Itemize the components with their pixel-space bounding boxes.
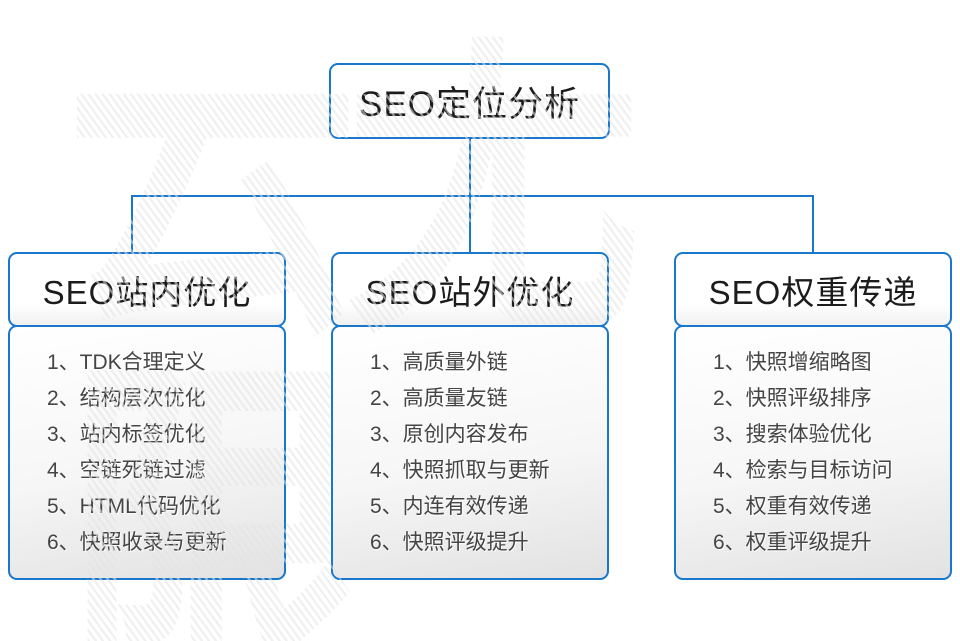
- root-node-label: SEO定位分析: [359, 84, 580, 124]
- list-item: 2、结构层次优化: [47, 387, 206, 410]
- list-item: 5、权重有效传递: [713, 495, 872, 518]
- column-item-list: 1、TDK合理定义 2、结构层次优化 3、站内标签优化 4、空链死链过滤 5、H…: [8, 325, 286, 580]
- column-onsite-optimization: SEO站内优化 1、TDK合理定义 2、结构层次优化 3、站内标签优化 4、空链…: [8, 252, 286, 580]
- column-header-label: SEO站内优化: [42, 273, 252, 311]
- column-header-label: SEO权重传递: [708, 273, 918, 311]
- list-item: 6、权重评级提升: [713, 531, 872, 554]
- column-header-label: SEO站外优化: [365, 273, 575, 311]
- column-weight-transfer: SEO权重传递 1、快照增缩略图 2、快照评级排序 3、搜索体验优化 4、检索与…: [674, 252, 952, 580]
- list-item: 3、原创内容发布: [370, 423, 529, 446]
- column-header: SEO站外优化: [331, 252, 609, 327]
- column-offsite-optimization: SEO站外优化 1、高质量外链 2、高质量友链 3、原创内容发布 4、快照抓取与…: [331, 252, 609, 580]
- column-header: SEO权重传递: [674, 252, 952, 327]
- list-item: 5、HTML代码优化: [47, 495, 221, 518]
- list-item: 2、高质量友链: [370, 387, 508, 410]
- column-item-list: 1、高质量外链 2、高质量友链 3、原创内容发布 4、快照抓取与更新 5、内连有…: [331, 325, 609, 580]
- list-item: 3、搜索体验优化: [713, 423, 872, 446]
- list-item: 4、检索与目标访问: [713, 459, 893, 482]
- list-item: 1、高质量外链: [370, 351, 508, 374]
- connector-root-stem: [469, 138, 471, 196]
- list-item: 5、内连有效传递: [370, 495, 529, 518]
- list-item: 4、快照抓取与更新: [370, 459, 550, 482]
- root-node: SEO定位分析: [329, 63, 610, 139]
- list-item: 1、TDK合理定义: [47, 351, 206, 374]
- connector-drop-left: [131, 195, 133, 253]
- list-item: 4、空链死链过滤: [47, 459, 206, 482]
- list-item: 2、快照评级排序: [713, 387, 872, 410]
- list-item: 6、快照评级提升: [370, 531, 529, 554]
- connector-horizontal-bar: [131, 195, 814, 197]
- list-item: 1、快照增缩略图: [713, 351, 872, 374]
- list-item: 3、站内标签优化: [47, 423, 206, 446]
- column-header: SEO站内优化: [8, 252, 286, 327]
- column-item-list: 1、快照增缩略图 2、快照评级排序 3、搜索体验优化 4、检索与目标访问 5、权…: [674, 325, 952, 580]
- list-item: 6、快照收录与更新: [47, 531, 227, 554]
- connector-drop-center: [469, 195, 471, 253]
- connector-drop-right: [812, 195, 814, 253]
